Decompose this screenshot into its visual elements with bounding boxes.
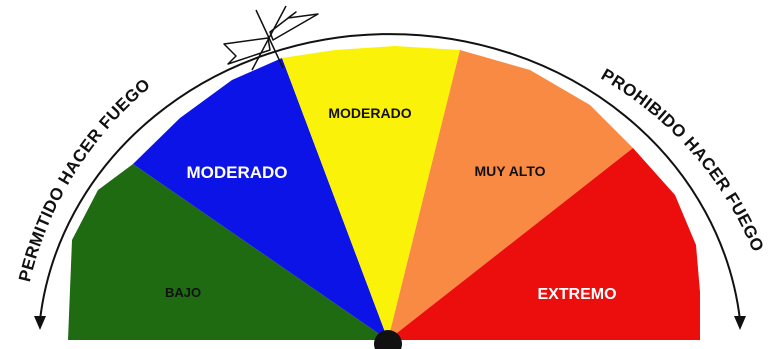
pivot-dot-icon — [374, 330, 402, 349]
arrow-down-icon — [34, 316, 46, 330]
segment-bajo — [68, 164, 388, 340]
segment-moderado-blue — [133, 58, 388, 340]
segment-moderado-yellow — [282, 46, 460, 340]
outer-arc — [39, 33, 741, 321]
level-label-moderado-yellow: MODERADO — [328, 105, 411, 121]
arrow-pointer-icon — [223, 5, 319, 71]
level-label-moderado-blue: MODERADO — [186, 163, 287, 182]
arrow-down-icon — [734, 316, 746, 330]
segment-extremo — [388, 148, 700, 340]
level-label-muy-alto: MUY ALTO — [474, 163, 545, 179]
segment-muy-alto — [388, 50, 633, 340]
level-label-bajo: BAJO — [165, 285, 201, 300]
level-label-extremo: EXTREMO — [537, 286, 616, 303]
